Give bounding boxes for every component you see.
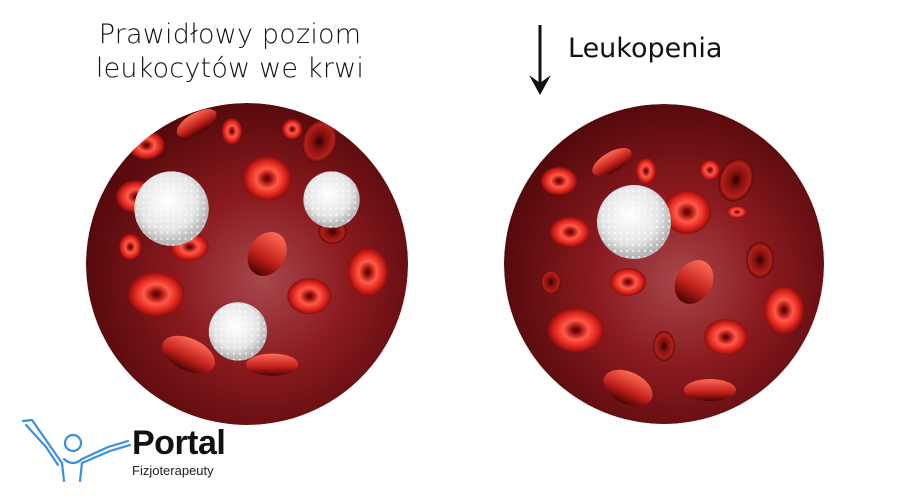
down-arrow-icon: [529, 25, 551, 95]
logo-subtitle: Fizjoterapeuty: [132, 463, 214, 478]
normal-blood-sample-illustration: [86, 103, 408, 425]
logo-wordmark: Portal: [132, 424, 226, 462]
person-arms-raised-icon: [21, 418, 132, 483]
white-blood-cell: [303, 171, 360, 228]
leukopenia-title: Leukopenia: [568, 33, 723, 64]
white-blood-cell: [597, 185, 671, 259]
title-line-1: Prawidłowy poziom: [98, 19, 362, 50]
leukopenia-blood-sample-illustration: [504, 104, 824, 424]
white-blood-cell: [134, 171, 209, 246]
normal-leukocyte-title: Prawidłowy poziom leukocytów we krwi: [60, 18, 400, 86]
title-line-2: leukocytów we krwi: [95, 53, 365, 84]
white-blood-cell: [208, 302, 268, 361]
